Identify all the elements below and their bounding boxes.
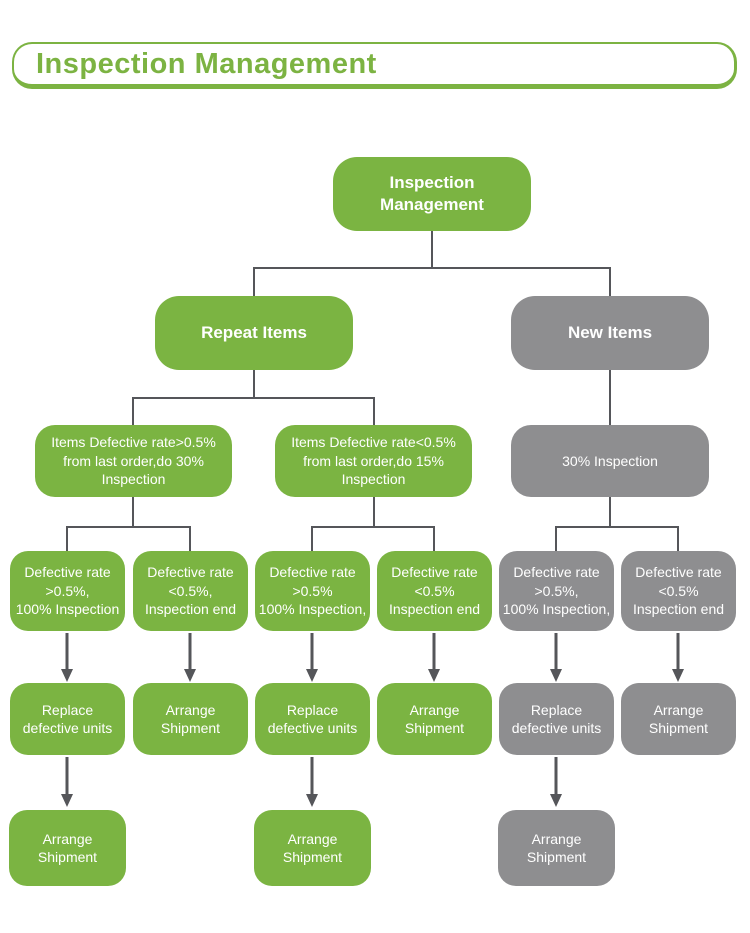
arrowhead-icon	[306, 794, 318, 807]
node-inspection-management: Inspection Management	[333, 157, 531, 231]
arrowhead-icon	[61, 669, 73, 682]
node-replace-units-1: Replace defective units	[10, 683, 125, 755]
node-arrange-shipment-3: Arrange Shipment	[621, 683, 736, 755]
node-replace-units-2: Replace defective units	[255, 683, 370, 755]
node-repeat-defective-high: Items Defective rate>0.5% from last orde…	[35, 425, 232, 497]
arrowhead-icon	[672, 669, 684, 682]
node-arrange-shipment-2: Arrange Shipment	[377, 683, 492, 755]
node-final-shipment-2: Arrange Shipment	[254, 810, 371, 886]
node-repeat-defective-low: Items Defective rate<0.5% from last orde…	[275, 425, 472, 497]
node-replace-units-3: Replace defective units	[499, 683, 614, 755]
node-final-shipment-3: Arrange Shipment	[498, 810, 615, 886]
node-arrange-shipment-1: Arrange Shipment	[133, 683, 248, 755]
arrowhead-icon	[428, 669, 440, 682]
arrowhead-icon	[550, 794, 562, 807]
node-defective-high-1: Defective rate >0.5%, 100% Inspection	[10, 551, 125, 631]
arrowhead-icon	[306, 669, 318, 682]
node-30-percent-inspection: 30% Inspection	[511, 425, 709, 497]
node-defective-low-3: Defective rate <0.5% Inspection end	[621, 551, 736, 631]
node-defective-high-3: Defective rate >0.5%, 100% Inspection,	[499, 551, 614, 631]
node-defective-high-2: Defective rate >0.5% 100% Inspection,	[255, 551, 370, 631]
node-defective-low-2: Defective rate <0.5% Inspection end	[377, 551, 492, 631]
node-defective-low-1: Defective rate <0.5%, Inspection end	[133, 551, 248, 631]
page-title-frame: Inspection Management	[12, 42, 737, 89]
node-repeat-items: Repeat Items	[155, 296, 353, 370]
node-final-shipment-1: Arrange Shipment	[9, 810, 126, 886]
arrowhead-icon	[61, 794, 73, 807]
page-title: Inspection Management	[36, 47, 377, 80]
node-new-items: New Items	[511, 296, 709, 370]
arrowhead-icon	[550, 669, 562, 682]
arrowhead-icon	[184, 669, 196, 682]
